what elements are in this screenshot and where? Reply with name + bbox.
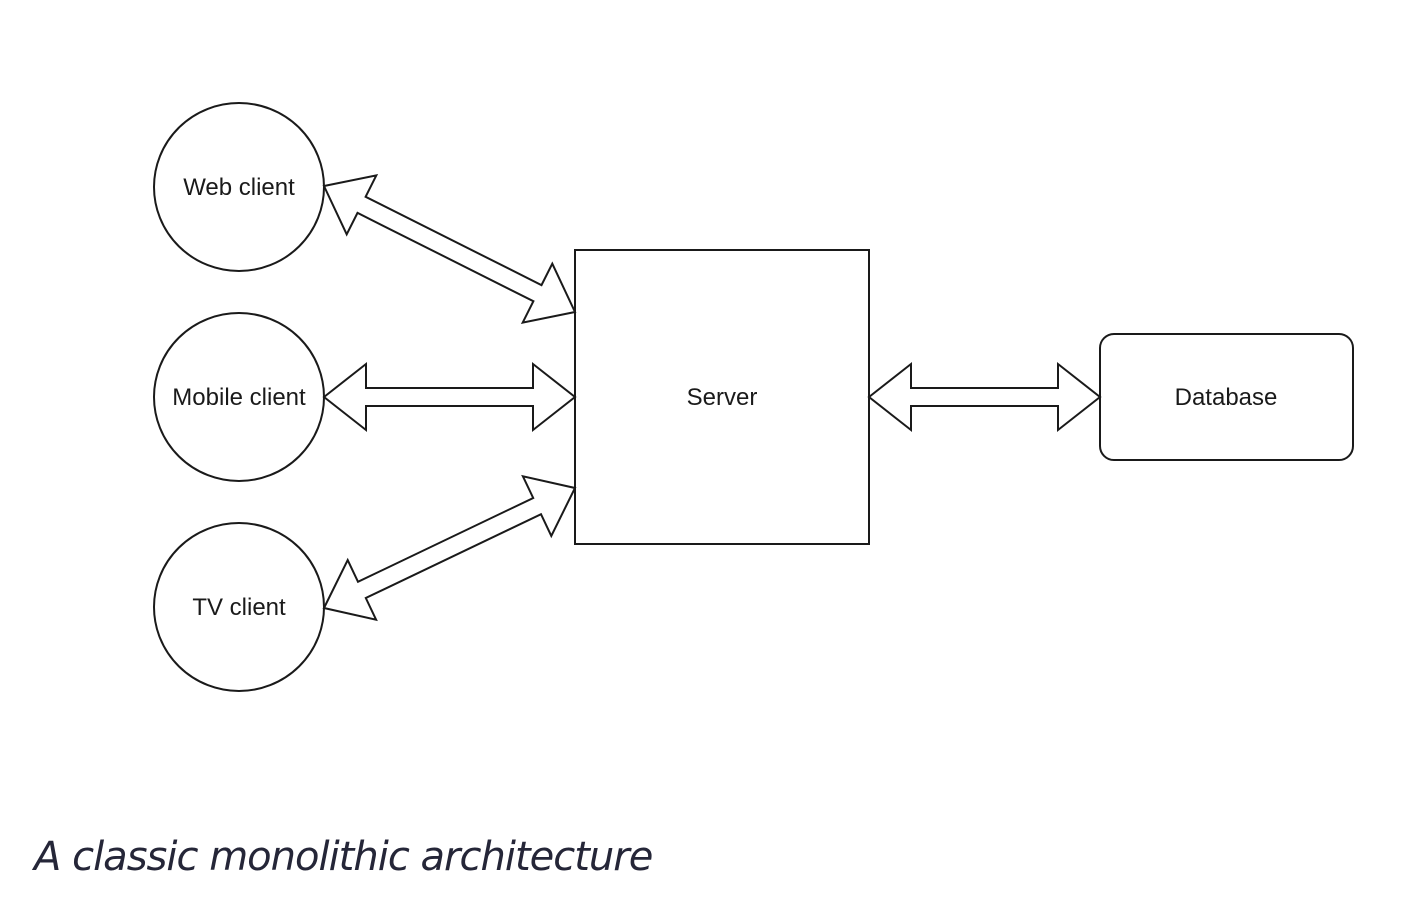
arrow-tv-client-to-server — [322, 474, 577, 622]
web-client-label: Web client — [183, 174, 295, 201]
connection-arrows — [322, 174, 1102, 622]
node-database: Database — [1099, 333, 1354, 461]
node-server: Server — [574, 249, 870, 545]
arrow-server-to-database — [867, 361, 1102, 433]
database-label: Database — [1175, 384, 1278, 411]
node-mobile-client: Mobile client — [153, 312, 325, 482]
node-web-client: Web client — [153, 102, 325, 272]
node-tv-client: TV client — [153, 522, 325, 692]
arrow-web-client-to-server — [322, 174, 577, 324]
tv-client-label: TV client — [192, 594, 286, 621]
figure-caption: A classic monolithic architecture — [34, 834, 653, 880]
server-label: Server — [687, 384, 758, 411]
mobile-client-label: Mobile client — [172, 384, 306, 411]
arrow-mobile-client-to-server — [322, 361, 577, 433]
